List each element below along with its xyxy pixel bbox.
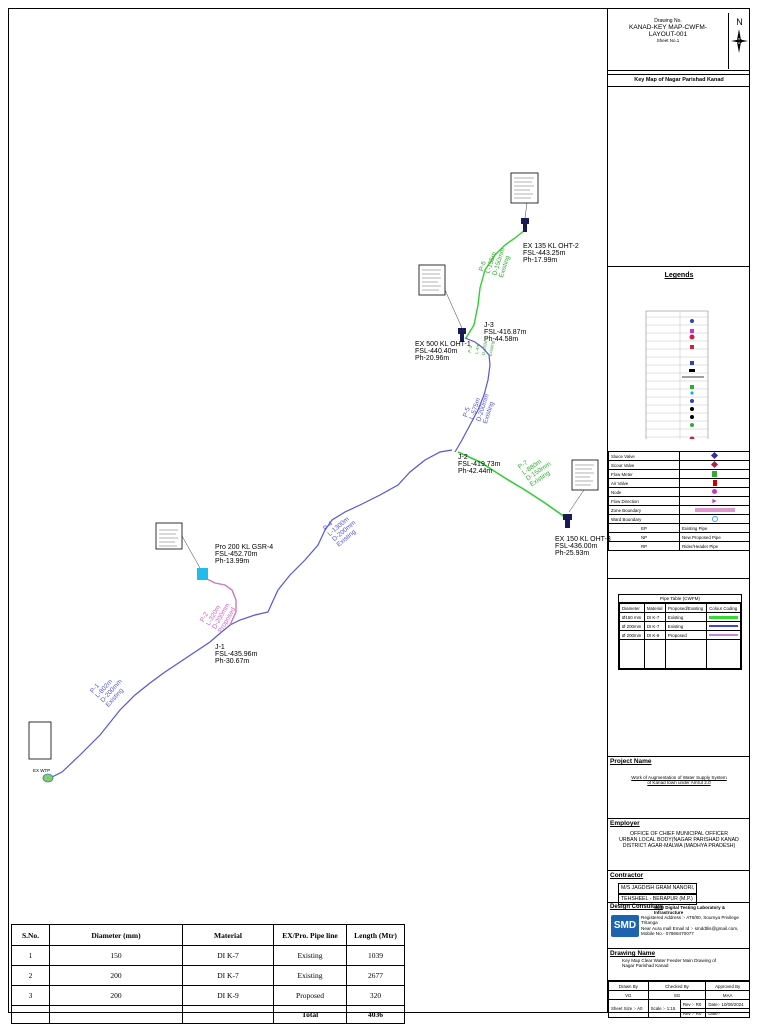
contractor-heading: Contractor <box>610 872 644 879</box>
legends-panel: Legends <box>608 266 750 452</box>
compass-icon <box>731 29 748 53</box>
legend-symbols-table <box>645 310 709 452</box>
employer-section: Employer OFFICE OF CHIEF MUNICIPAL OFFIC… <box>608 818 750 870</box>
project-name: Work of Augmentation of Water Supply Sys… <box>631 775 727 786</box>
pipe-table-title: Pipe Table (CWFM) <box>619 595 741 603</box>
employer-heading: Employer <box>610 820 640 827</box>
pipe-p1 <box>49 449 453 779</box>
pipe-p7 <box>457 451 569 521</box>
table-row: 2 200 DI K-7 Existing 2677 <box>11 965 607 986</box>
drawing-name: Key Map Clear Water Feeder Main Drawing … <box>622 958 717 969</box>
gsr-callout-box <box>155 522 183 550</box>
pipe-p2 <box>204 577 237 626</box>
drawing-name-heading: Drawing Name <box>610 950 656 957</box>
drawing-name-section: Drawing Name Key Map Clear Water Feeder … <box>608 948 750 980</box>
project-section: Project Name Work of Augmentation of Wat… <box>608 756 750 818</box>
summary-pipe-table: S.No. Diameter (mm) Material EX/Pro. Pip… <box>11 924 607 1024</box>
oht1-tank-icon <box>458 328 466 342</box>
key-map-title: Key Map of Nagar Parishad Kanad <box>608 74 750 86</box>
north-arrow-panel: N <box>728 13 750 69</box>
gsr-tank-icon <box>197 568 208 580</box>
wtp-icon <box>42 773 54 783</box>
flow-meter-icon <box>712 470 717 477</box>
pipe-p4 <box>454 337 491 453</box>
oht3-tank-icon <box>563 514 572 528</box>
consultant-section: Design Consultant SMD Digital Testing La… <box>608 902 750 948</box>
node-icon <box>712 489 717 494</box>
legend-row-zone-boundary: Zone Boundary <box>608 505 750 515</box>
color-swatch-blue <box>709 625 738 627</box>
table-row: 3 200 DI K-9 Proposed 320 <box>11 985 607 1006</box>
legend-row-scour-valve: Scour Valve <box>608 460 750 470</box>
legend-row-ward-boundary: Ward Boundary <box>608 514 750 524</box>
wtp-callout-box <box>28 721 52 760</box>
oht1-callout-box <box>418 264 446 296</box>
legend-row-flow-direction: Flow Direction► <box>608 496 750 506</box>
north-label: N <box>736 17 743 27</box>
legends-title: Legends <box>664 272 694 279</box>
consultant-details: Registered Address :- AT6/80, Soumya Pri… <box>641 915 739 937</box>
project-heading: Project Name <box>610 758 652 765</box>
legend-rows: Sluice Valve Scour Valve Flow Meter Air … <box>608 451 750 551</box>
legend-row-flow-meter: Flow Meter <box>608 469 750 479</box>
pipe-p6 <box>465 229 526 339</box>
summary-header: S.No. Diameter (mm) Material EX/Pro. Pip… <box>11 924 607 946</box>
contractor-section: Contractor M/S JAGDISH GRAM NANORI, TEHS… <box>608 870 750 905</box>
pipeline-map <box>28 172 599 783</box>
wtp-label: EX WTP <box>33 768 51 773</box>
key-map-area <box>608 86 750 266</box>
air-valve-icon <box>712 479 717 486</box>
legend-row-air-valve: Air Valve <box>608 478 750 488</box>
oht3-callout-box <box>571 459 599 491</box>
oht2-tank-icon <box>521 218 529 232</box>
legend-row-node: Node <box>608 487 750 497</box>
summary-total-row: Total 4036 <box>11 1005 607 1024</box>
flow-direction-icon: ► <box>711 497 718 505</box>
drawing-number: Drawing No. KANAD-KEY MAP-CWFM- LAYOUT-0… <box>629 18 707 43</box>
color-swatch-green <box>709 615 738 619</box>
consultant-heading: Design Consultant <box>610 904 664 910</box>
oht2-callout-box <box>510 172 539 204</box>
zone-boundary-icon <box>694 507 735 512</box>
contractor-details: M/S JAGDISH GRAM NANORI, TEHSHEEL - BERA… <box>618 883 698 905</box>
color-swatch-pink <box>709 634 738 636</box>
smd-logo: SMD <box>611 915 639 937</box>
legend-row-sluice-valve: Sluice Valve <box>608 451 750 461</box>
scour-valve-icon <box>710 460 719 469</box>
consultant-name: SMD Digital Testing Laboratory & Infrast… <box>654 905 726 915</box>
title-block: Drawing No. KANAD-KEY MAP-CWFM- LAYOUT-0… <box>607 8 750 1018</box>
table-row: 1 150 DI K-7 Existing 1039 <box>11 945 607 966</box>
ward-boundary-icon <box>711 515 718 522</box>
sluice-valve-icon <box>710 451 719 460</box>
